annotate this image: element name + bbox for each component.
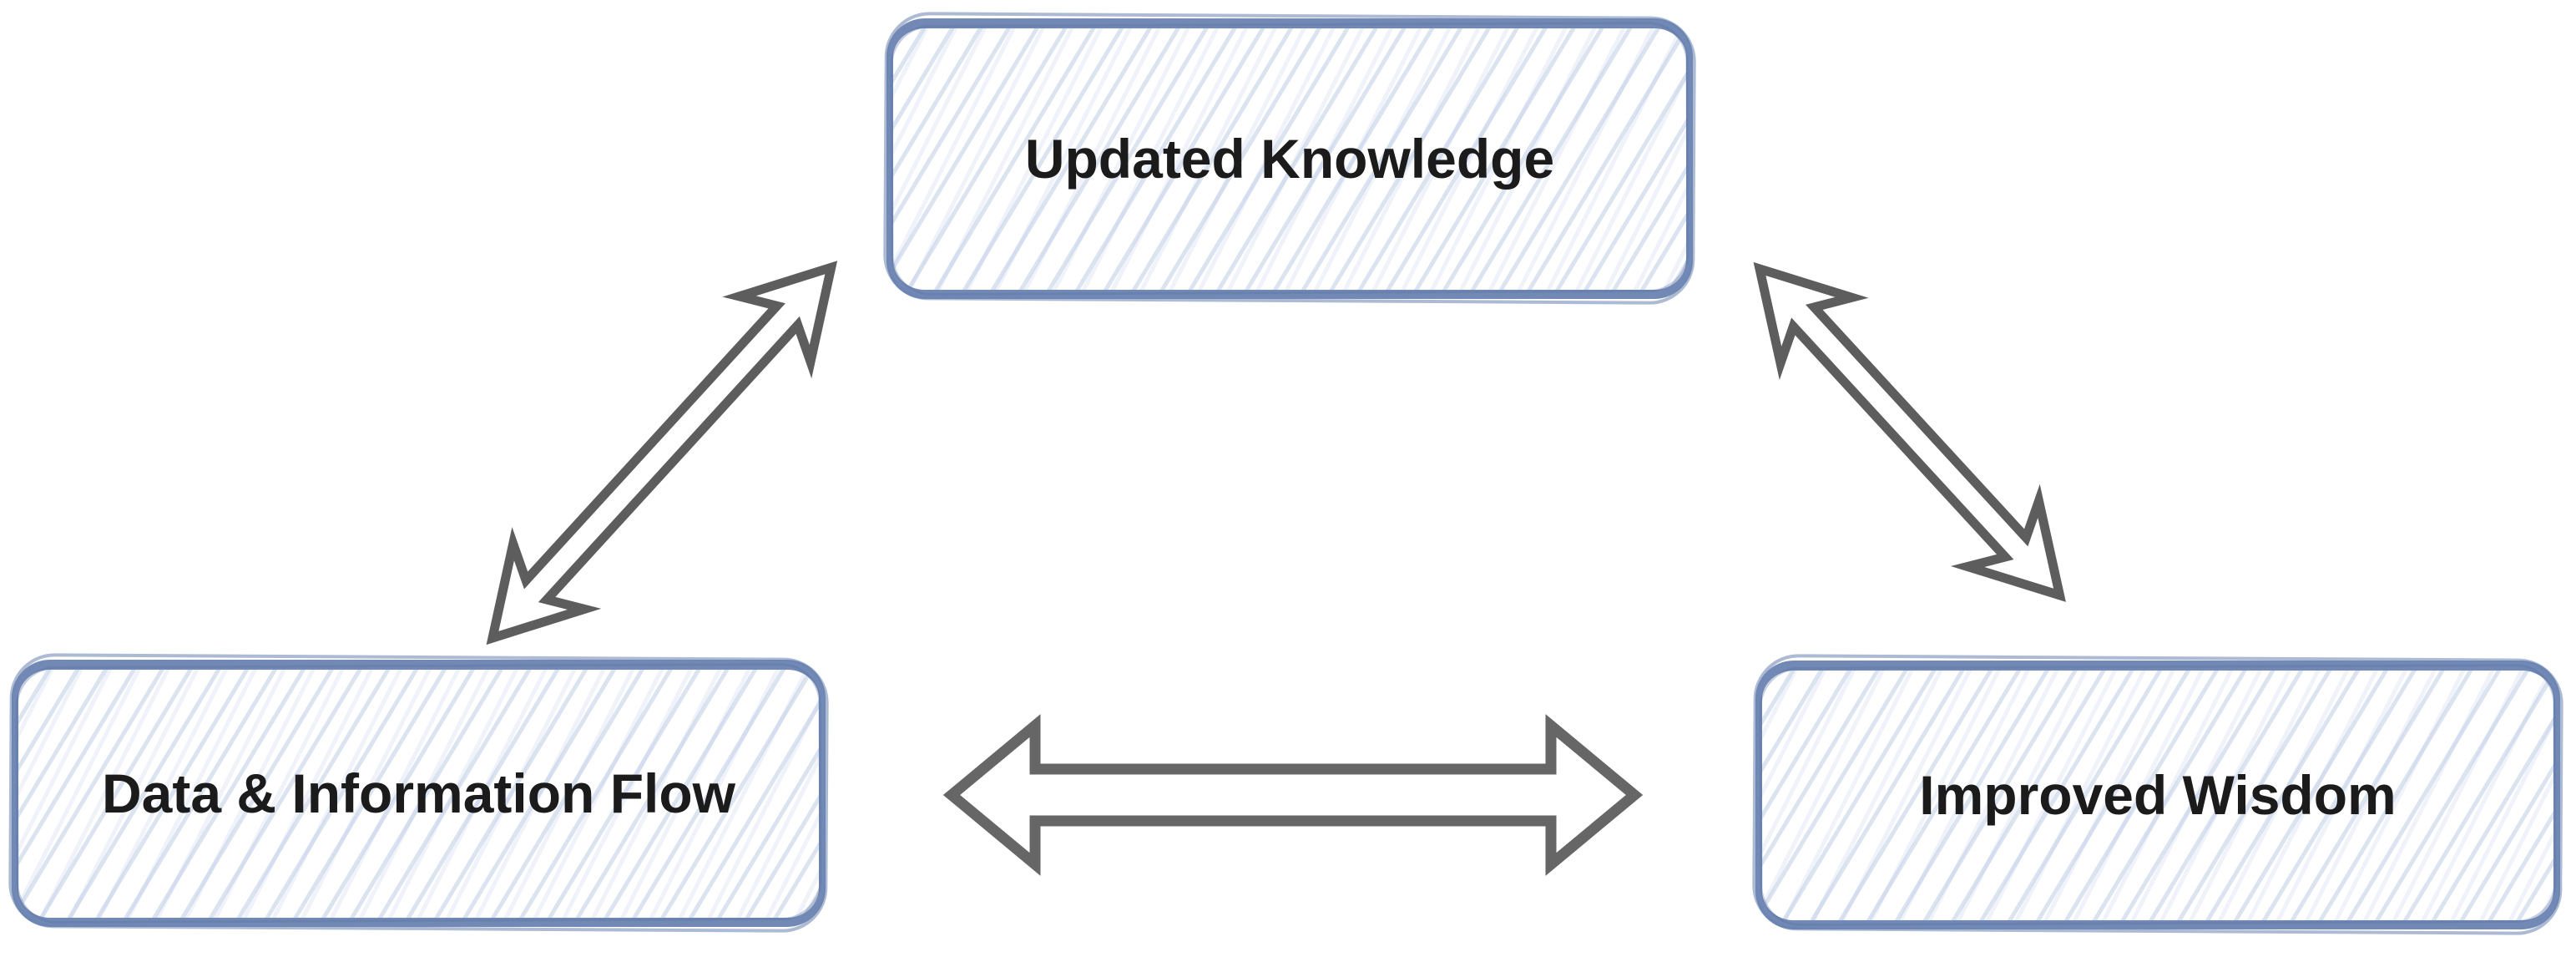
node-data-information-flow: Data & Information Flow (12, 660, 826, 927)
double-arrow-knowledge-wisdom-icon (1753, 261, 2066, 602)
node-updated-knowledge-label: Updated Knowledge (1024, 128, 1555, 190)
node-data-information-flow-label: Data & Information Flow (102, 762, 735, 825)
double-arrow-dataflow-wisdom-icon (942, 714, 1644, 876)
node-improved-wisdom: Improved Wisdom (1755, 661, 2560, 929)
double-arrow-dataflow-knowledge-icon (486, 261, 838, 646)
node-improved-wisdom-label: Improved Wisdom (1919, 764, 2397, 827)
node-updated-knowledge: Updated Knowledge (886, 18, 1693, 299)
